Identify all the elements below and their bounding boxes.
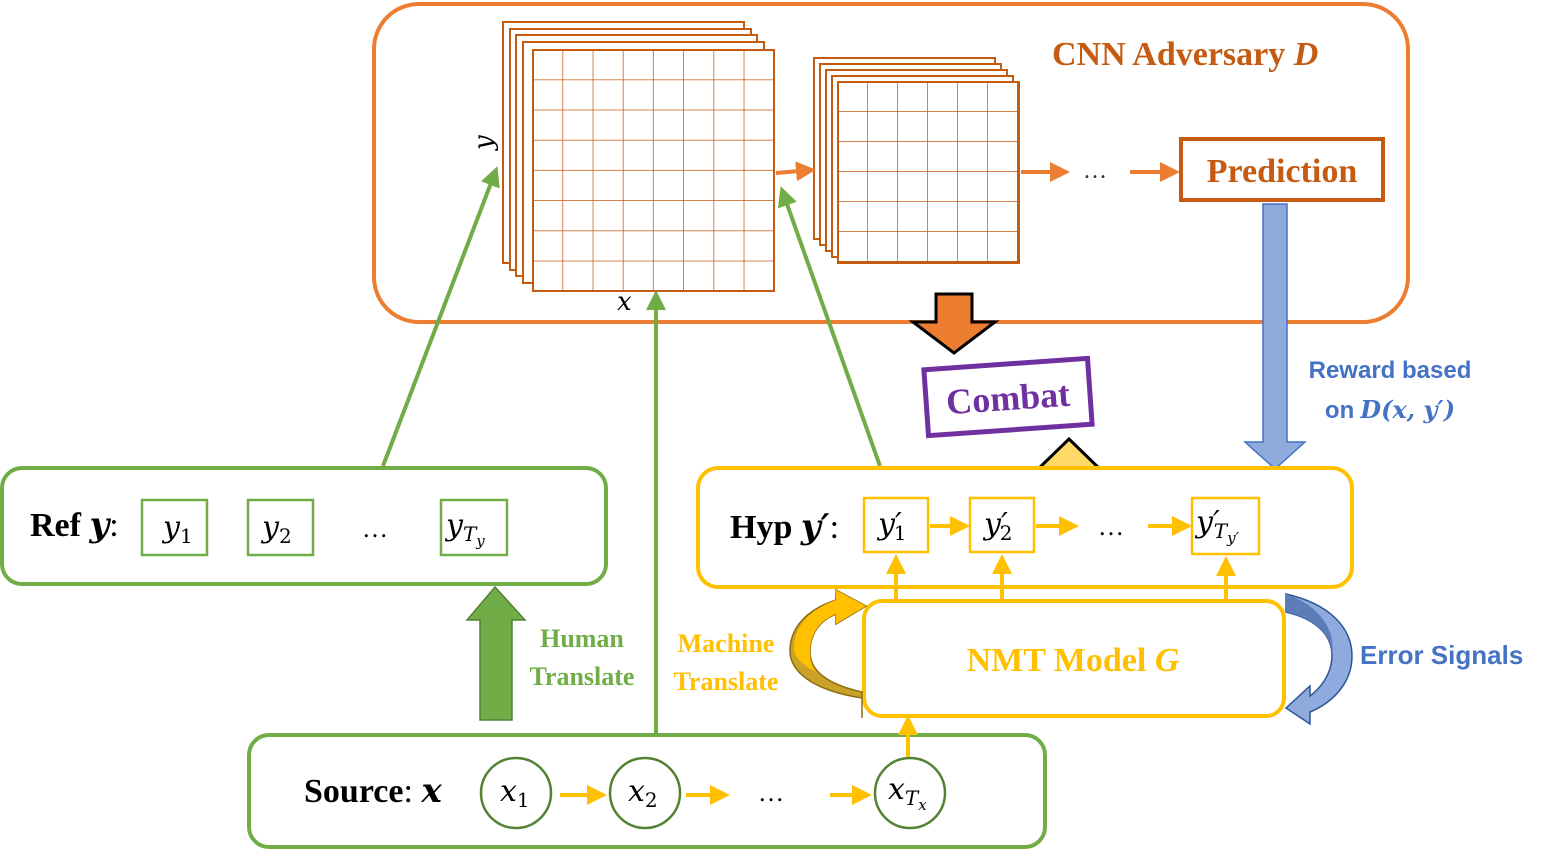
ref-token-box-2 bbox=[246, 498, 315, 557]
hyp-token-1: y′1 bbox=[876, 507, 907, 545]
source-token-3: xTx bbox=[888, 772, 927, 814]
arrow-hyp-to-cnn bbox=[777, 186, 882, 467]
hyp-token-box-3 bbox=[1190, 496, 1261, 556]
ref-token-3: yTy bbox=[444, 508, 485, 550]
human-translate-line1: Human bbox=[540, 624, 624, 653]
nmt-model-box bbox=[862, 599, 1286, 718]
ref-token-1: y1 bbox=[161, 510, 193, 548]
feature-map-grid-1 bbox=[532, 49, 775, 292]
hyp-ellipsis: … bbox=[1098, 512, 1124, 541]
human-translate-line2: Translate bbox=[530, 662, 635, 691]
machine-translate-curved-arrow-highlight bbox=[794, 590, 866, 672]
ref-token-box-3 bbox=[439, 498, 509, 557]
arrow-map1-to-map2 bbox=[775, 161, 816, 182]
cnn-ellipsis: … bbox=[1083, 158, 1107, 184]
hyp-token-2: y′2 bbox=[982, 507, 1013, 545]
reward-arrow bbox=[1243, 203, 1307, 471]
source-token-circle-3 bbox=[873, 756, 947, 830]
error-signals-label: Error Signals bbox=[1360, 640, 1523, 670]
prediction-label: Prediction bbox=[1207, 153, 1358, 190]
arrow-ref-to-cnn bbox=[381, 166, 500, 467]
error-signals-curved-arrow bbox=[1284, 593, 1353, 726]
axis-label-y: y bbox=[469, 135, 499, 151]
source-token-circle-1 bbox=[479, 756, 553, 830]
hyp-label: Hyp y′: bbox=[730, 507, 839, 547]
hyp-token-box-1 bbox=[862, 496, 930, 554]
ref-token-box-1 bbox=[140, 498, 209, 557]
source-label: Source: x bbox=[304, 771, 442, 811]
reward-label-line2: on D(x, y′) bbox=[1325, 395, 1455, 424]
ref-label: Ref y: bbox=[30, 505, 119, 545]
machine-translate-line1: Machine bbox=[678, 629, 775, 658]
combat-down-arrow bbox=[908, 292, 1000, 355]
nmt-model-label: NMT Model G bbox=[967, 642, 1180, 679]
source-token-circle-2 bbox=[608, 756, 682, 830]
cnn-adversary-title: CNN Adversary D bbox=[1052, 36, 1318, 73]
error-signals-curved-arrow-shade bbox=[1286, 594, 1333, 655]
prediction-box bbox=[1179, 137, 1385, 202]
hyp-token-box-2 bbox=[968, 496, 1036, 554]
human-translate-arrow bbox=[465, 585, 527, 721]
source-token-1: x1 bbox=[500, 774, 530, 812]
hyp-token-3: y′Ty′ bbox=[1194, 505, 1240, 547]
combat-label: Combat bbox=[945, 374, 1071, 423]
ref-ellipsis: … bbox=[362, 514, 388, 543]
feature-map-grid-2 bbox=[837, 81, 1019, 263]
reward-label-line1: Reward based bbox=[1309, 357, 1472, 384]
source-token-2: x2 bbox=[628, 774, 658, 812]
machine-translate-line2: Translate bbox=[674, 667, 779, 696]
axis-label-x: x bbox=[617, 287, 632, 317]
source-ellipsis: … bbox=[758, 778, 784, 807]
combat-box: Combat bbox=[921, 355, 1095, 439]
ref-token-2: y2 bbox=[260, 510, 292, 548]
